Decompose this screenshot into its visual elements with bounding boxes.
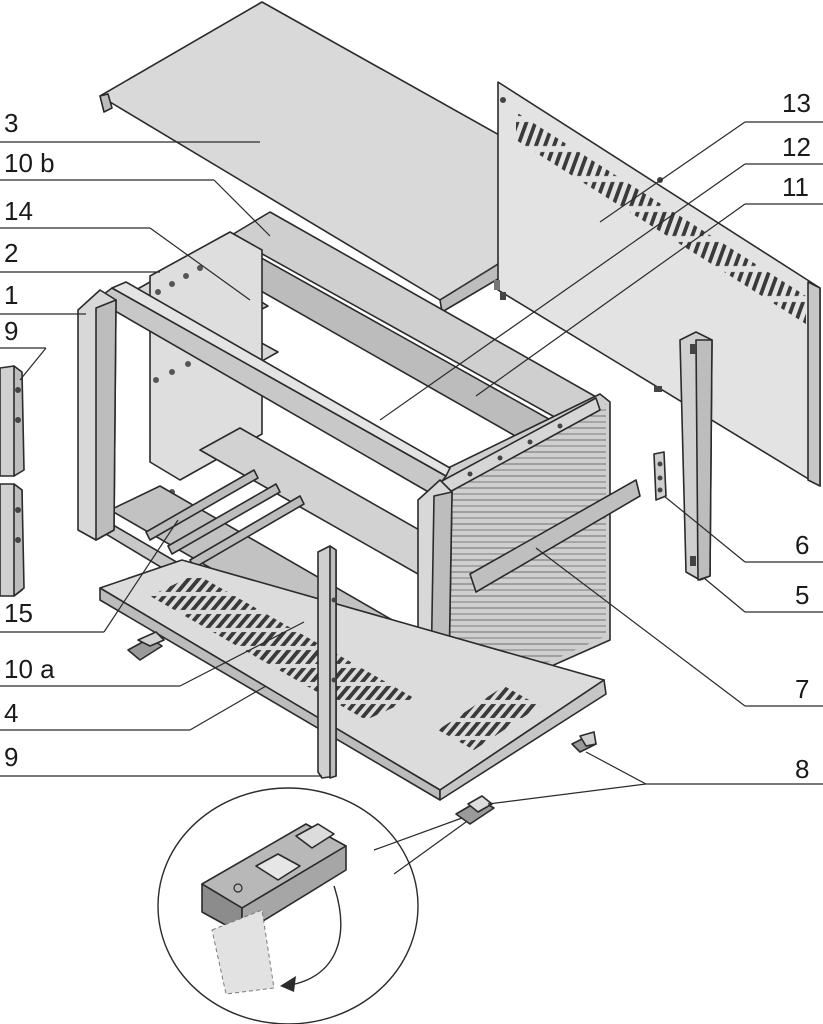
callout-11: 11 [782,172,809,202]
callout-13: 13 [782,88,811,118]
callout-3: 3 [4,108,18,138]
callout-12: 12 [782,132,811,162]
callout-1: 1 [4,280,18,310]
side-handle [679,331,713,581]
callout-5: 5 [795,580,809,610]
callout-7: 7 [795,674,809,704]
rear-panel [494,81,821,487]
callout-9-left: 9 [4,316,18,346]
callout-9-bottom: 9 [4,742,18,772]
callout-10b: 10 b [4,148,55,178]
callout-10a: 10 a [4,654,55,684]
callout-6: 6 [795,530,809,560]
callout-14: 14 [4,196,33,226]
leader-lines [0,121,823,805]
detail-magnifier [157,787,467,1024]
subrack-frame [77,211,641,739]
callout-8: 8 [795,754,809,784]
callout-labels: 3 10 b 14 2 1 9 15 10 a 4 9 13 12 11 6 5… [4,88,811,784]
mounting-bracket-front [317,545,337,779]
callout-15: 15 [4,598,33,628]
bottom-cover [99,559,607,801]
clip-part [653,451,667,501]
callout-2: 2 [4,238,18,268]
mounting-bracket-left [0,365,25,597]
callout-4: 4 [4,698,18,728]
